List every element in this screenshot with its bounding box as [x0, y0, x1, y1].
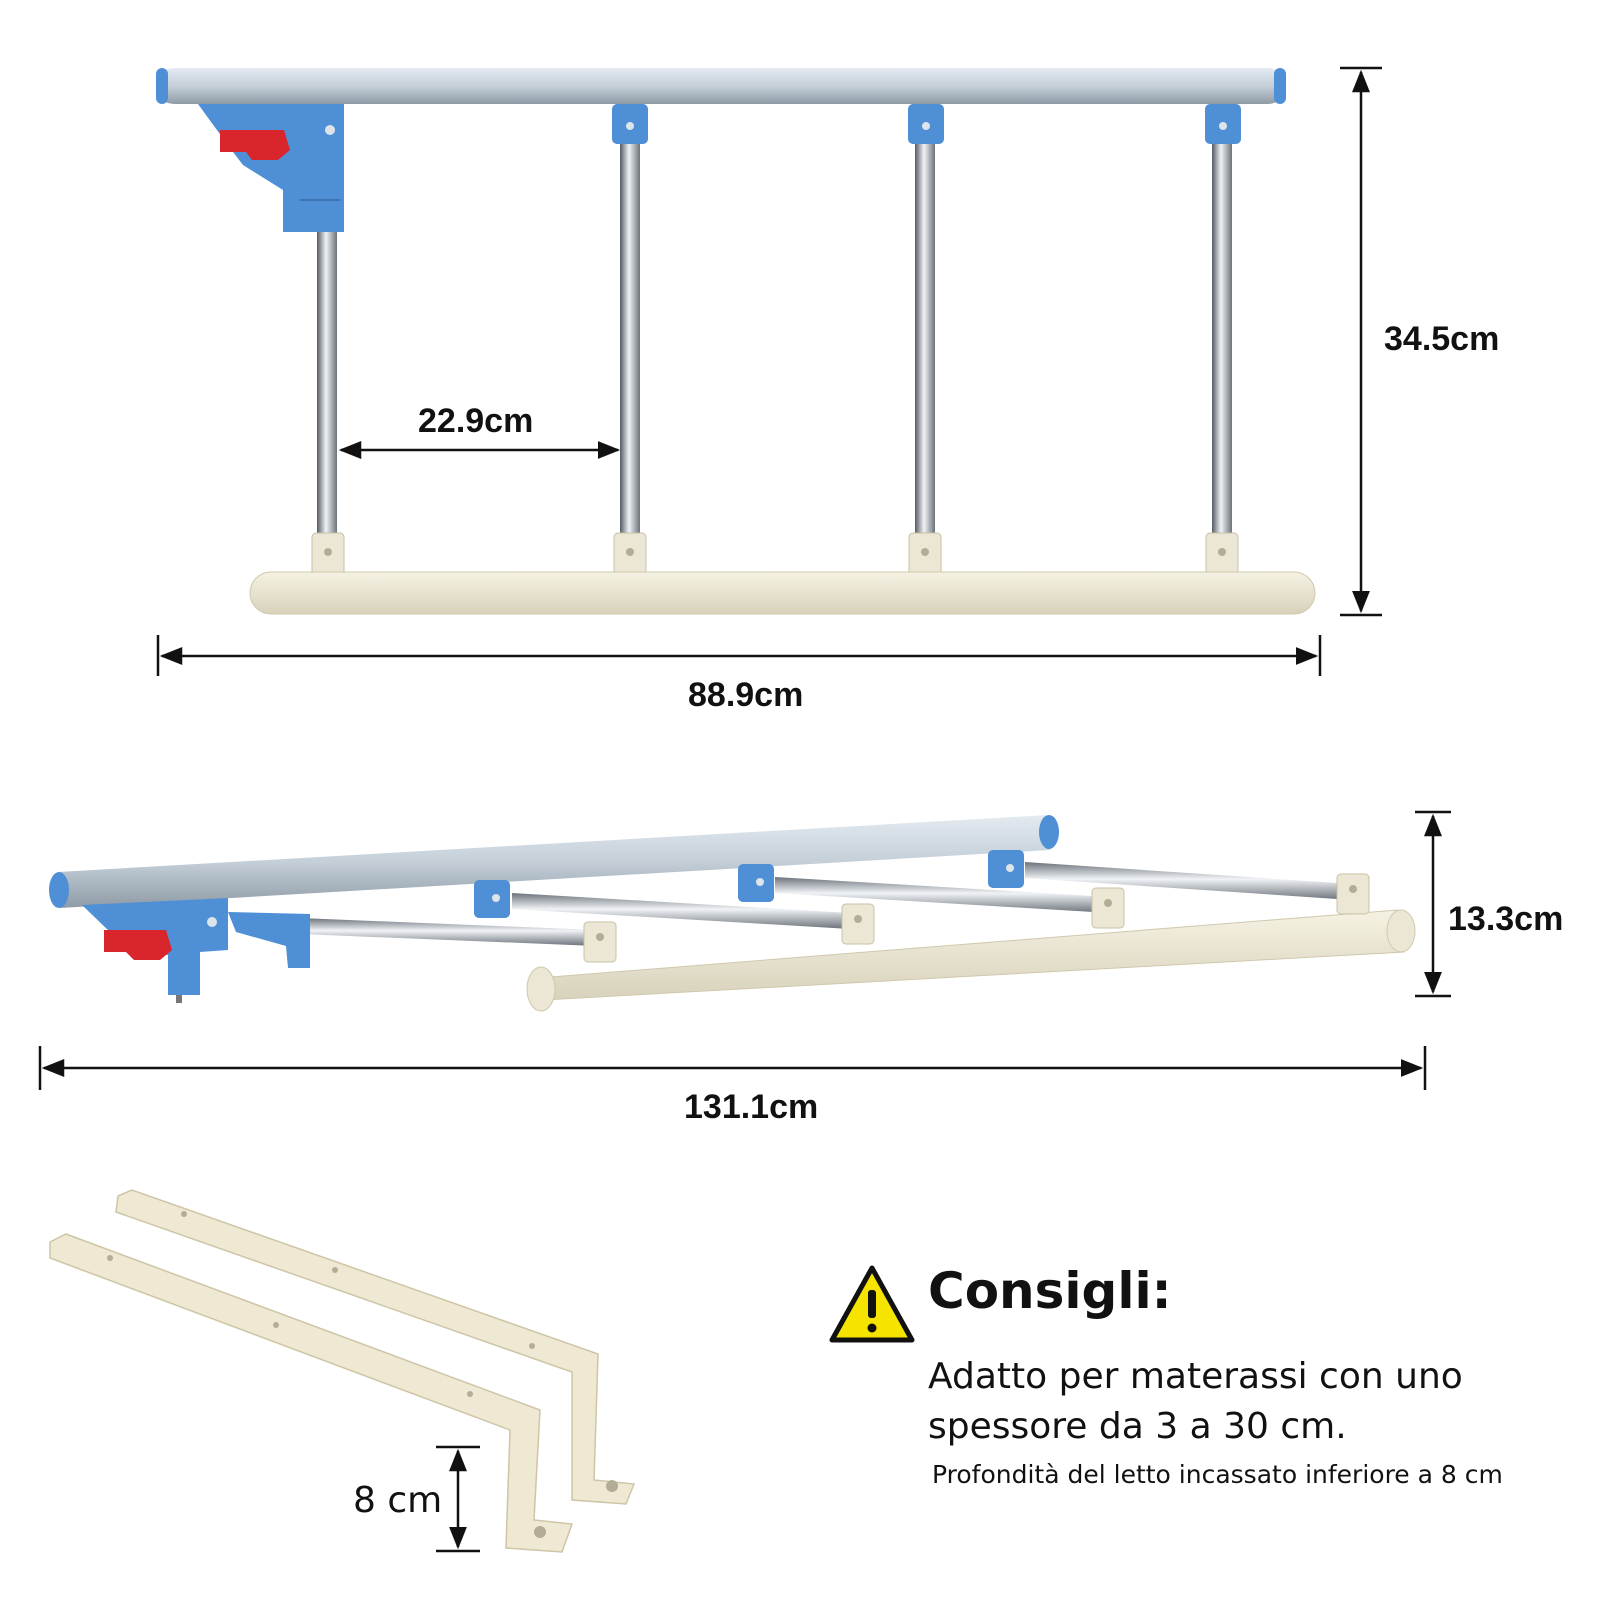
bed-rail-folded [49, 815, 1416, 1012]
rail-post [317, 215, 337, 535]
bracket-depth-label: 8 cm [353, 1480, 443, 1521]
top-tube [156, 68, 1286, 104]
rail-post [1212, 140, 1232, 535]
post-clamp [738, 864, 774, 902]
post-clamp [988, 850, 1024, 888]
base-bar [537, 909, 1405, 1001]
warning-triangle-icon [829, 1265, 915, 1343]
rail-post [620, 140, 640, 535]
post-spacing-label: 22.9cm [418, 402, 534, 440]
dimension-lines-folded [38, 810, 1451, 1090]
tip-note: Profondità del letto incassato inferiore… [932, 1460, 1503, 1489]
width-folded-label: 131.1cm [684, 1088, 819, 1126]
bracket [49, 1233, 574, 1553]
width-upright-label: 88.9cm [688, 676, 804, 714]
tip-body: Adatto per materassi con uno spessore da… [928, 1356, 1463, 1447]
lock-lever [198, 104, 344, 232]
lock-lever [82, 898, 310, 1003]
dimension-line-bracket [436, 1445, 480, 1553]
post-clamp [474, 880, 510, 918]
top-tube [58, 815, 1050, 908]
base-bar [249, 571, 1316, 615]
dimension-lines-upright [156, 66, 1382, 676]
tip-title: Consigli: [928, 1262, 1172, 1320]
height-folded-label: 13.3cm [1448, 900, 1564, 938]
bracket [115, 1189, 636, 1505]
bed-rail-upright [156, 68, 1316, 615]
mounting-brackets [49, 1189, 636, 1553]
rail-post [915, 140, 935, 535]
height-upright-label: 34.5cm [1384, 320, 1500, 358]
